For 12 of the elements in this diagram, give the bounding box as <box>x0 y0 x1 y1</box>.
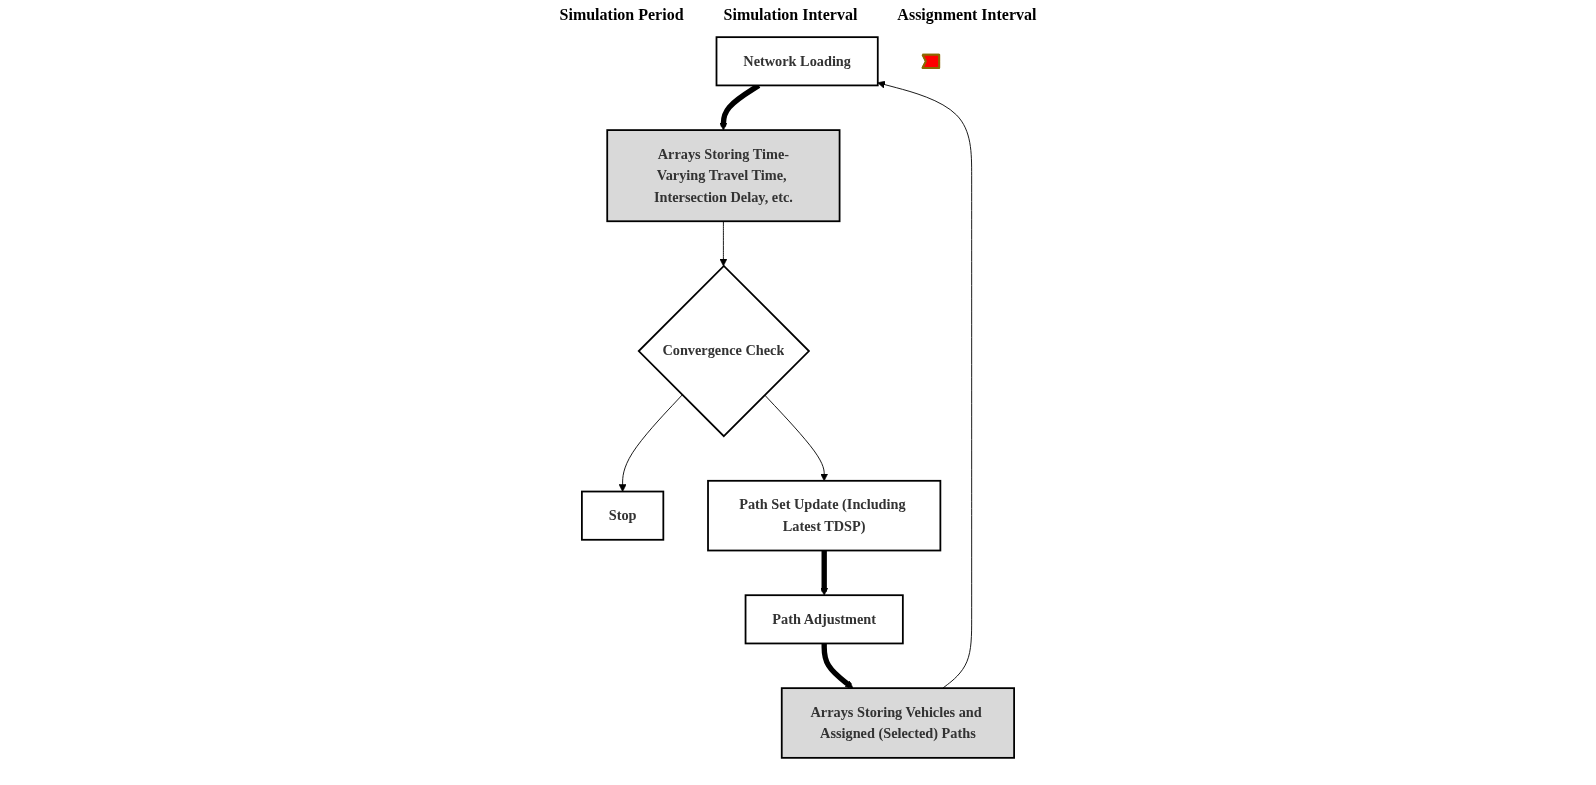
node-box: Network Loading <box>715 36 879 87</box>
arrow <box>820 550 829 596</box>
node-box: Stop <box>581 490 665 541</box>
dimension-label: Simulation Interval <box>723 6 858 24</box>
node-diamond: Convergence Check <box>637 264 811 438</box>
node-box: Arrays Storing Time-Varying Travel Time, Intersection Delay, etc. <box>606 129 841 223</box>
node-box: Arrays Storing Vehicles and Assigned (Selected) Paths <box>780 687 1015 759</box>
arrow <box>821 643 854 689</box>
dimension-label: Assignment Interval <box>897 6 1037 24</box>
dimension-label: Simulation Period <box>559 6 684 24</box>
node-box: Path Set Update (Including Latest TDSP) <box>707 479 942 552</box>
node-box: Path Adjustment <box>744 594 904 645</box>
